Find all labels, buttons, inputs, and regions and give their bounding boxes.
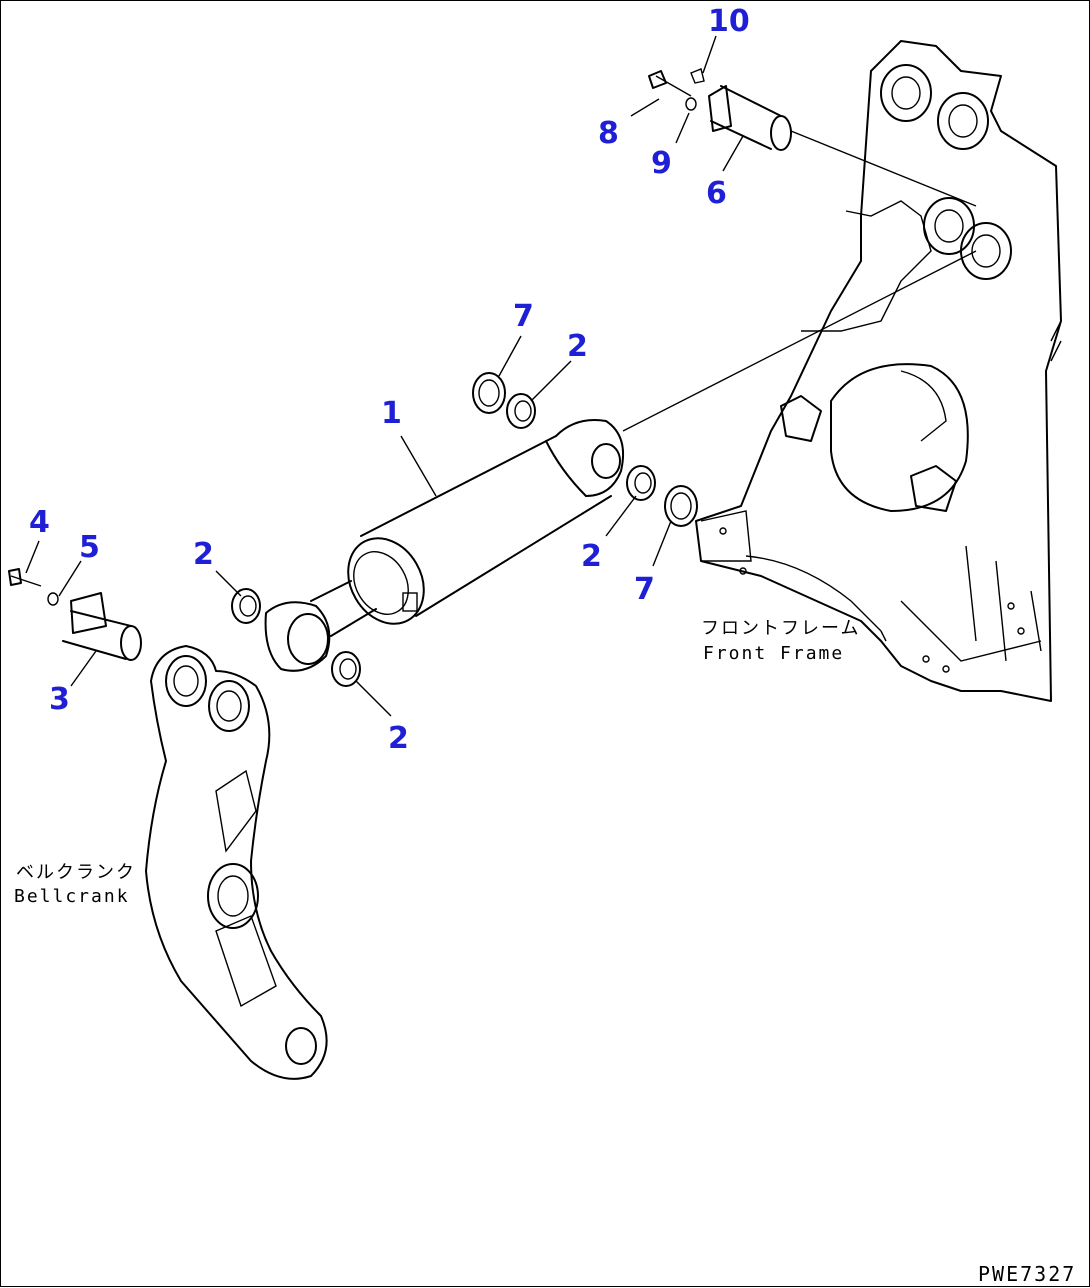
front-frame xyxy=(695,40,1062,702)
hydraulic-cylinder xyxy=(264,250,977,672)
leader-lines xyxy=(25,35,887,717)
callout-4: 4 xyxy=(29,505,50,540)
callout-numbers: 1 7 2 2 7 2 2 3 4 5 6 8 9 10 xyxy=(29,4,750,756)
callout-2-left: 2 xyxy=(193,537,214,572)
bellcrank xyxy=(145,645,328,1080)
left-pin-assembly xyxy=(8,568,142,661)
callout-2-bottom: 2 xyxy=(388,721,409,756)
callout-7-bottom: 7 xyxy=(634,572,655,607)
part-labels: フロントフレーム Front Frame ベルクランク Bellcrank PW… xyxy=(14,618,1076,1286)
callout-2-top: 2 xyxy=(567,329,588,364)
front-frame-label-en: Front Frame xyxy=(703,643,844,664)
callout-1: 1 xyxy=(381,396,402,431)
callout-3: 3 xyxy=(49,682,70,717)
bellcrank-label-jp: ベルクランク xyxy=(16,862,136,883)
callout-7-top: 7 xyxy=(513,299,534,334)
callout-6: 6 xyxy=(706,176,727,211)
top-pin-assembly xyxy=(648,68,977,207)
callout-9: 9 xyxy=(651,146,672,181)
callout-5: 5 xyxy=(79,530,100,565)
callout-2-right: 2 xyxy=(581,539,602,574)
bushings-and-shims xyxy=(231,372,698,687)
drawing-code: PWE7327 xyxy=(978,1262,1076,1286)
bellcrank-label-en: Bellcrank xyxy=(14,886,130,907)
callout-10: 10 xyxy=(708,4,750,39)
front-frame-label-jp: フロントフレーム xyxy=(701,618,860,639)
callout-8: 8 xyxy=(598,116,619,151)
